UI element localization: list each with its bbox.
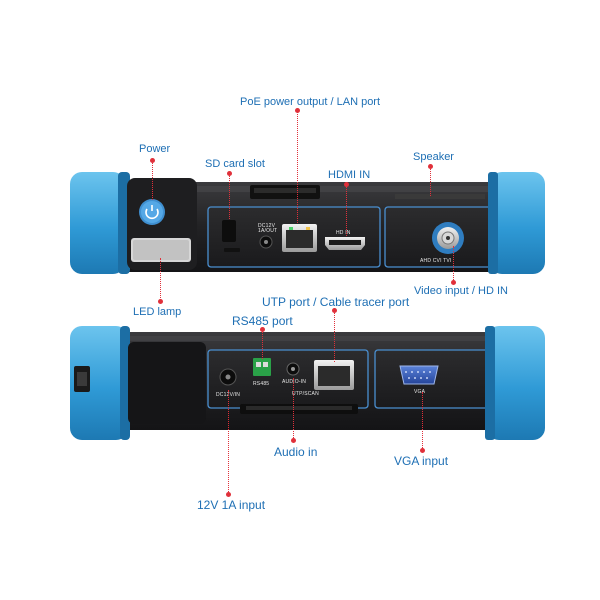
top-right-bumper [490,172,545,274]
label-poe: PoE power output / LAN port [240,96,381,108]
sd-dot [227,171,232,176]
speaker-grille [395,194,485,199]
speaker-leader [430,166,431,196]
speaker-dot [428,164,433,169]
poe-dot [295,108,300,113]
label-video: Video input / HD IN [414,285,508,297]
audio-dot [291,438,296,443]
label-rs485: RS485 port [232,314,293,328]
label-sd-card: SD card slot [205,158,265,170]
poe-leader [297,111,298,223]
label-power: Power [139,143,171,155]
utp-dot [332,308,337,313]
label-hdmi: HDMI IN [328,169,371,181]
top-left-bumper [70,172,125,274]
video-dot [451,280,456,285]
rs485-leader [262,329,263,359]
bottom-audio-print: AUDIO-IN [282,379,307,385]
hdmi-leader [346,184,347,236]
power-leader [152,160,153,200]
dc-dot [226,492,231,497]
hdmi-dot [344,182,349,187]
led-leader [160,258,161,302]
bottom-left-bumper [70,326,128,440]
bottom-right-bumper [487,326,545,440]
label-vga: VGA input [394,454,449,468]
utp-leader [334,310,335,362]
label-speaker: Speaker [413,151,454,163]
bottom-rs485-print: RS485 [253,381,270,387]
bottom-vga-print: VGA [414,389,426,395]
vga-leader [422,392,423,450]
top-ahd-print: AHD CVI TVI [420,258,452,264]
dc-leader [228,390,229,494]
bottom-dc-print: DC12V/IN [216,392,241,398]
led-dot [158,299,163,304]
rs485-dot [260,327,265,332]
video-leader [453,246,454,282]
bottom-utp-print: UTP/SCAN [292,391,319,397]
label-led: LED lamp [133,306,182,318]
sd-leader [229,173,230,219]
power-dot [150,158,155,163]
rs485-terminal [253,358,271,376]
vga-dot [420,448,425,453]
label-dc: 12V 1A input [197,498,266,512]
audio-leader [293,378,294,440]
top-dc-print: DC12V 1A/OUT [258,223,278,234]
vga-port [399,365,439,385]
label-utp: UTP port / Cable tracer port [262,295,410,309]
top-hdin-print: HD IN [336,230,351,236]
label-audio: Audio in [274,445,318,459]
sd-card-slot [222,220,236,242]
